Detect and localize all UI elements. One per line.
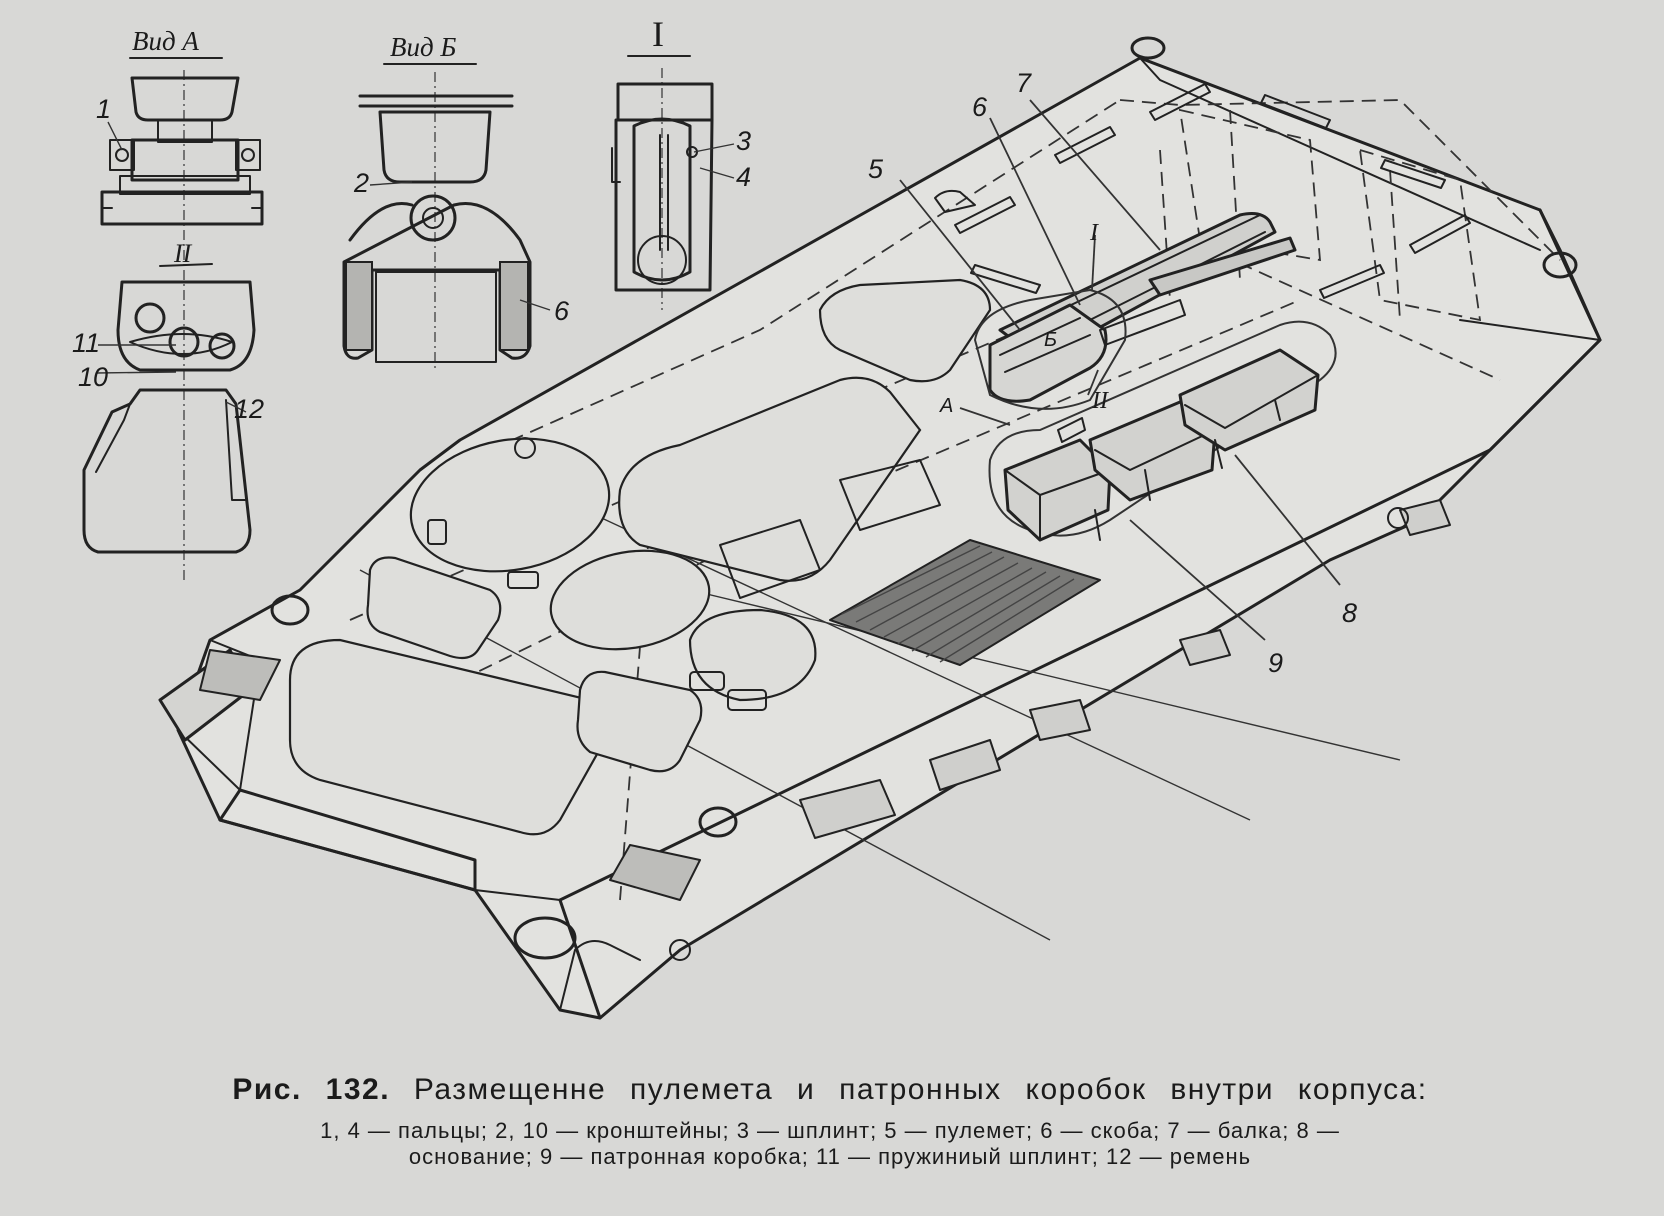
label-6: 6 [972,92,988,122]
mark-b: Б [1044,329,1057,351]
view-ii-title: II [173,239,193,268]
label-7: 7 [1016,68,1032,98]
label-10: 10 [78,362,108,392]
technical-drawing: Вид А Вид Б I II 1 2 3 4 6 11 10 12 5 6 … [72,14,1602,1020]
caption-prefix: Рис. [232,1073,302,1106]
vehicle-hull [158,36,1602,1020]
detail-view-b [342,72,532,370]
caption-title-line: Рис. 132. Размещенне пулемета и патронны… [140,1072,1520,1108]
label-2: 2 [353,168,369,198]
view-b-title: Вид Б [390,32,456,62]
view-a-title: Вид А [132,26,199,56]
part-number-labels: 1 2 3 4 6 11 10 12 5 6 7 8 9 А Б I II [72,68,1357,678]
mounting-hole-strips [954,83,1471,299]
engine-grille-lines [841,545,1075,663]
detail-view-i [611,68,714,310]
label-8: 8 [1342,598,1357,628]
drawing-canvas: Вид А Вид Б I II 1 2 3 4 6 11 10 12 5 6 … [72,14,1602,1020]
label-12: 12 [234,394,264,424]
figure-caption: Рис. 132. Размещенне пулемета и патронны… [140,1072,1520,1170]
label-9: 9 [1268,648,1283,678]
mark-ii: II [1091,388,1109,414]
label-3: 3 [736,126,751,156]
caption-title: Размещенне пулемета и патронных коробок … [413,1073,1428,1106]
label-6-detail: 6 [554,296,570,326]
label-1: 1 [96,94,111,124]
detail-view-ii [82,280,256,554]
callout-leaders [899,99,1341,641]
label-5: 5 [868,154,884,184]
label-11: 11 [72,328,100,358]
cartridge-boxes [988,320,1337,542]
caption-number: 132. [325,1073,391,1106]
mark-i: I [1089,220,1099,246]
machine-gun [973,212,1297,410]
caption-legend: 1, 4 — пальцы; 2, 10 — кронштейны; 3 — ш… [320,1118,1340,1169]
view-i-title: I [652,14,664,54]
mark-a: А [939,395,953,417]
label-4: 4 [736,162,751,192]
detail-view-a [100,70,264,580]
view-titles: Вид А Вид Б I II [129,14,691,268]
